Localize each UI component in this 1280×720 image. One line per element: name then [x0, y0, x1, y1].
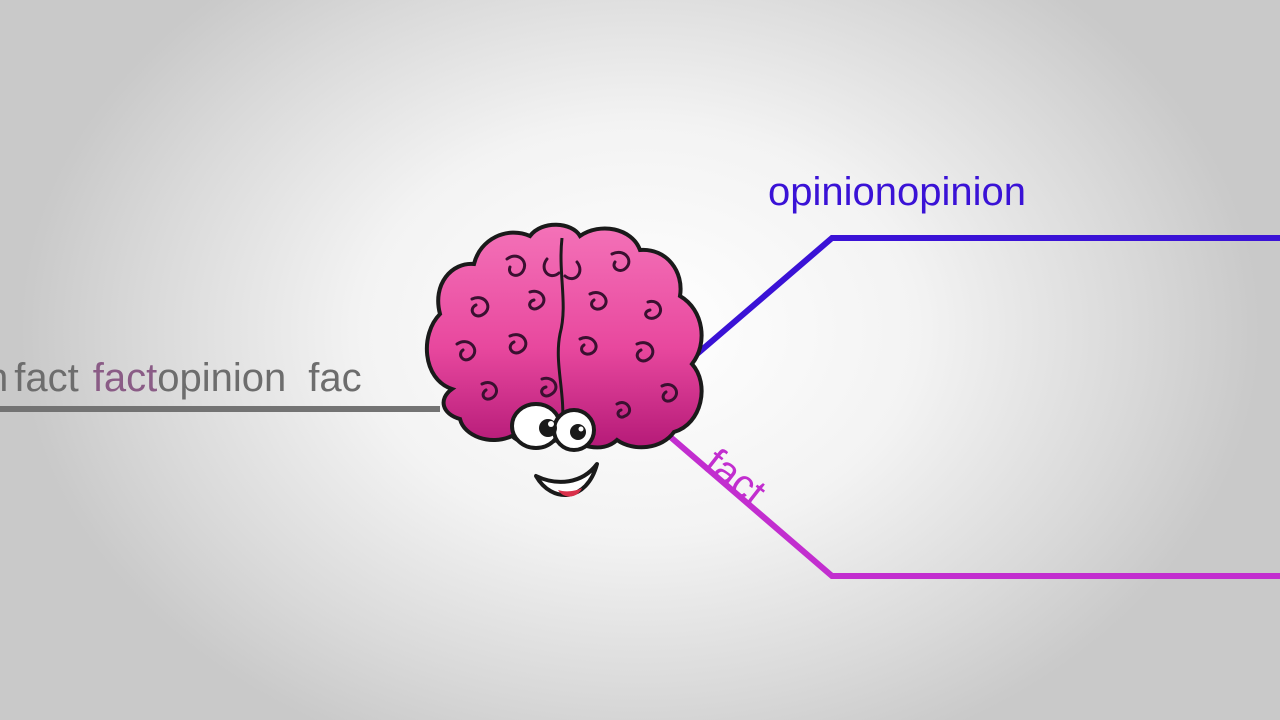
opinion-branch-line	[688, 235, 1280, 363]
conveyor-word-3: fact	[92, 358, 158, 400]
conveyor-word-5: fac	[308, 358, 362, 400]
fact-branch-line	[658, 425, 1280, 579]
smile-icon	[534, 462, 599, 498]
conveyor-words: nfactfactopinionfac	[0, 358, 436, 408]
conveyor-word-1: n	[0, 358, 8, 400]
opinion-branch-label: opinionopinion	[768, 170, 1027, 214]
conveyor-word-4: opinion	[157, 358, 287, 400]
conveyor-word-2: fact	[14, 358, 79, 400]
cartoon-brain-icon	[424, 222, 704, 498]
